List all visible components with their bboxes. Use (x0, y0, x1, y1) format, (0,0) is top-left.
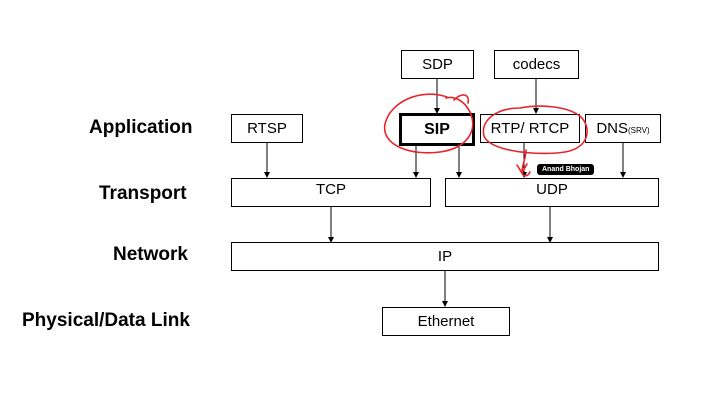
udp-box: UDP (445, 178, 659, 207)
sip-box: SIP (399, 113, 475, 146)
sdp-box: SDP (401, 50, 474, 79)
codecs-box: codecs (494, 50, 579, 79)
layer-label-network: Network (113, 244, 188, 265)
layer-label-transport: Transport (99, 183, 187, 204)
tcp-box: TCP (231, 178, 431, 207)
dns-box: DNS(SRV) (585, 114, 661, 143)
ethernet-box: Ethernet (382, 307, 510, 336)
rtp-rtcp-box: RTP/ RTCP (480, 114, 580, 143)
dns-srv-label: (SRV) (628, 126, 650, 135)
rtsp-box: RTSP (231, 114, 303, 143)
layer-label-application: Application (89, 117, 193, 138)
dns-label: DNS (596, 120, 629, 137)
ip-box: IP (231, 242, 659, 271)
presenter-name-badge: Anand Bhojan (537, 164, 595, 175)
layer-label-physical: Physical/Data Link (22, 310, 190, 331)
